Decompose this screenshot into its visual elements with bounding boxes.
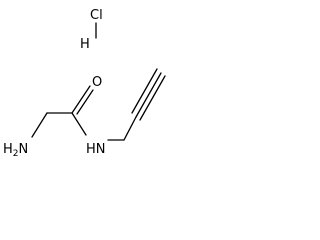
amine-n: N bbox=[19, 142, 29, 157]
ch2-alkyne-bond bbox=[123, 116, 137, 141]
c-o-double-bond-outer bbox=[71, 85, 91, 114]
n-ch2-bond bbox=[31, 112, 48, 138]
amide-nh-label: HN bbox=[86, 142, 106, 157]
amine-h: H bbox=[3, 142, 13, 157]
oxygen-atom: O bbox=[92, 75, 102, 90]
chlorine-atom: Cl bbox=[90, 8, 103, 23]
alkyne-triple-bond-3 bbox=[139, 75, 166, 121]
amine-subscript: 2 bbox=[13, 149, 19, 157]
amine-label: H2N bbox=[3, 142, 28, 157]
alkyne-triple-bond-2 bbox=[131, 68, 158, 114]
alkyne-triple-bond-1 bbox=[135, 72, 162, 118]
hydrogen-atom: H bbox=[80, 37, 90, 52]
c-nh-bond bbox=[71, 112, 87, 136]
c-o-double-bond-inner bbox=[76, 89, 94, 115]
chemical-structure: Cl H H2N O HN bbox=[3, 8, 166, 157]
